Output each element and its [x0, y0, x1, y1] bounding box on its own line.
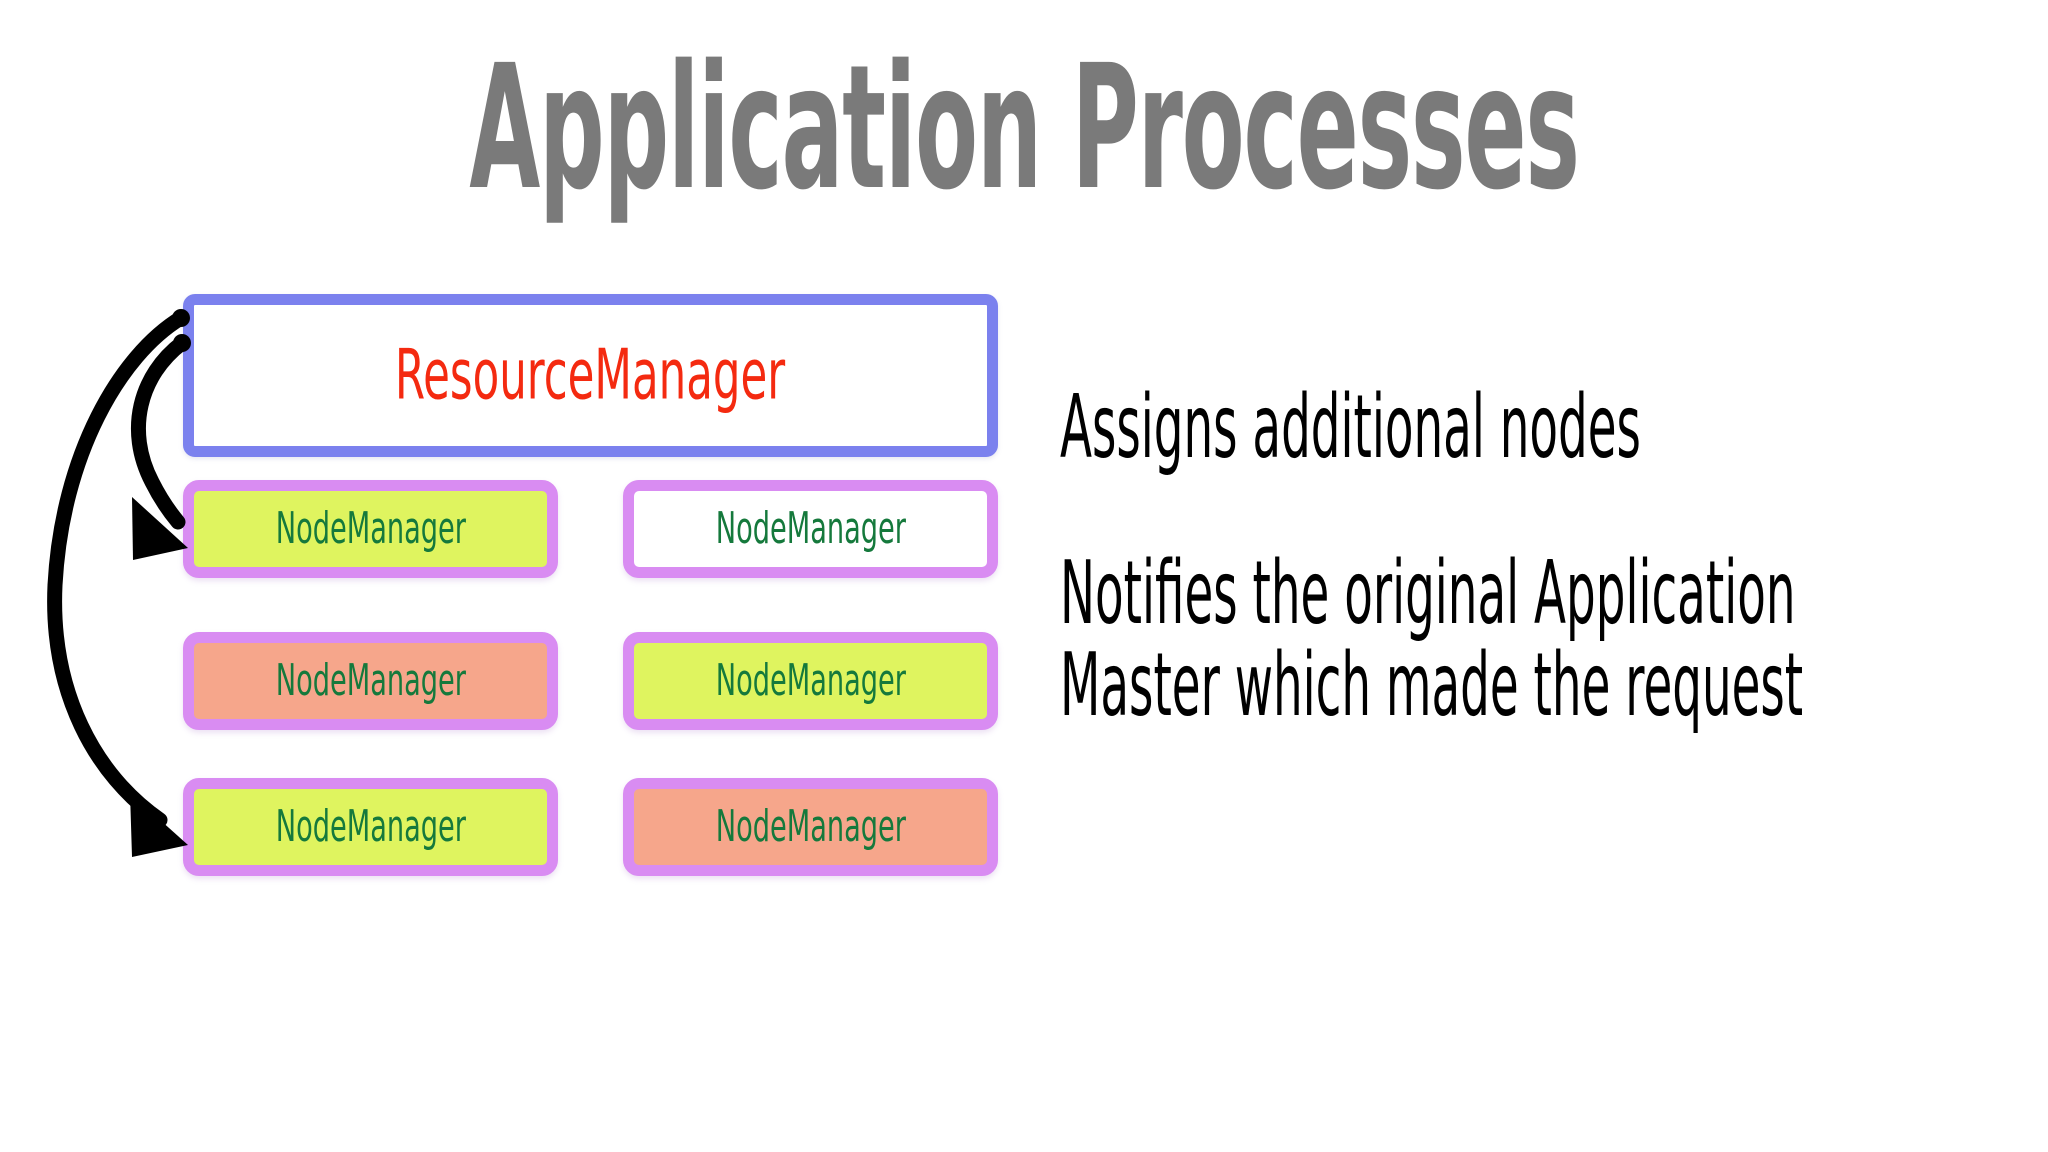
node-manager-label: NodeManager [715, 504, 906, 554]
resource-manager-box[interactable]: ResourceManager [183, 294, 998, 457]
node-manager-label: NodeManager [715, 656, 906, 706]
arrow-rm-to-nodemanager-row3 [47, 309, 190, 857]
note-notifies-app-master: Notifies the original Application Master… [1060, 544, 2020, 737]
node-manager-box-r2c2[interactable]: NodeManager [623, 632, 998, 730]
node-manager-box-r2c1[interactable]: NodeManager [183, 632, 558, 730]
note-line-3: Master which made the request [1060, 635, 1804, 737]
node-manager-label: NodeManager [275, 802, 466, 852]
page-title: Application Processes [469, 28, 1580, 228]
node-manager-box-r3c1[interactable]: NodeManager [183, 778, 558, 876]
resource-manager-label: ResourceManager [395, 335, 786, 416]
node-manager-label: NodeManager [275, 656, 466, 706]
node-manager-box-r1c1[interactable]: NodeManager [183, 480, 558, 578]
note-assigns-nodes: Assigns additional nodes [1060, 378, 2020, 479]
node-manager-box-r1c2[interactable]: NodeManager [623, 480, 998, 578]
note-spacer [1060, 474, 2020, 548]
note-line-1: Assigns additional nodes [1060, 377, 1641, 479]
node-manager-box-r3c2[interactable]: NodeManager [623, 778, 998, 876]
notes-panel: Assigns additional nodes Notifies the or… [1060, 378, 2020, 737]
node-manager-label: NodeManager [715, 802, 906, 852]
note-line-2: Notifies the original Application [1060, 543, 1796, 645]
node-manager-label: NodeManager [275, 504, 466, 554]
